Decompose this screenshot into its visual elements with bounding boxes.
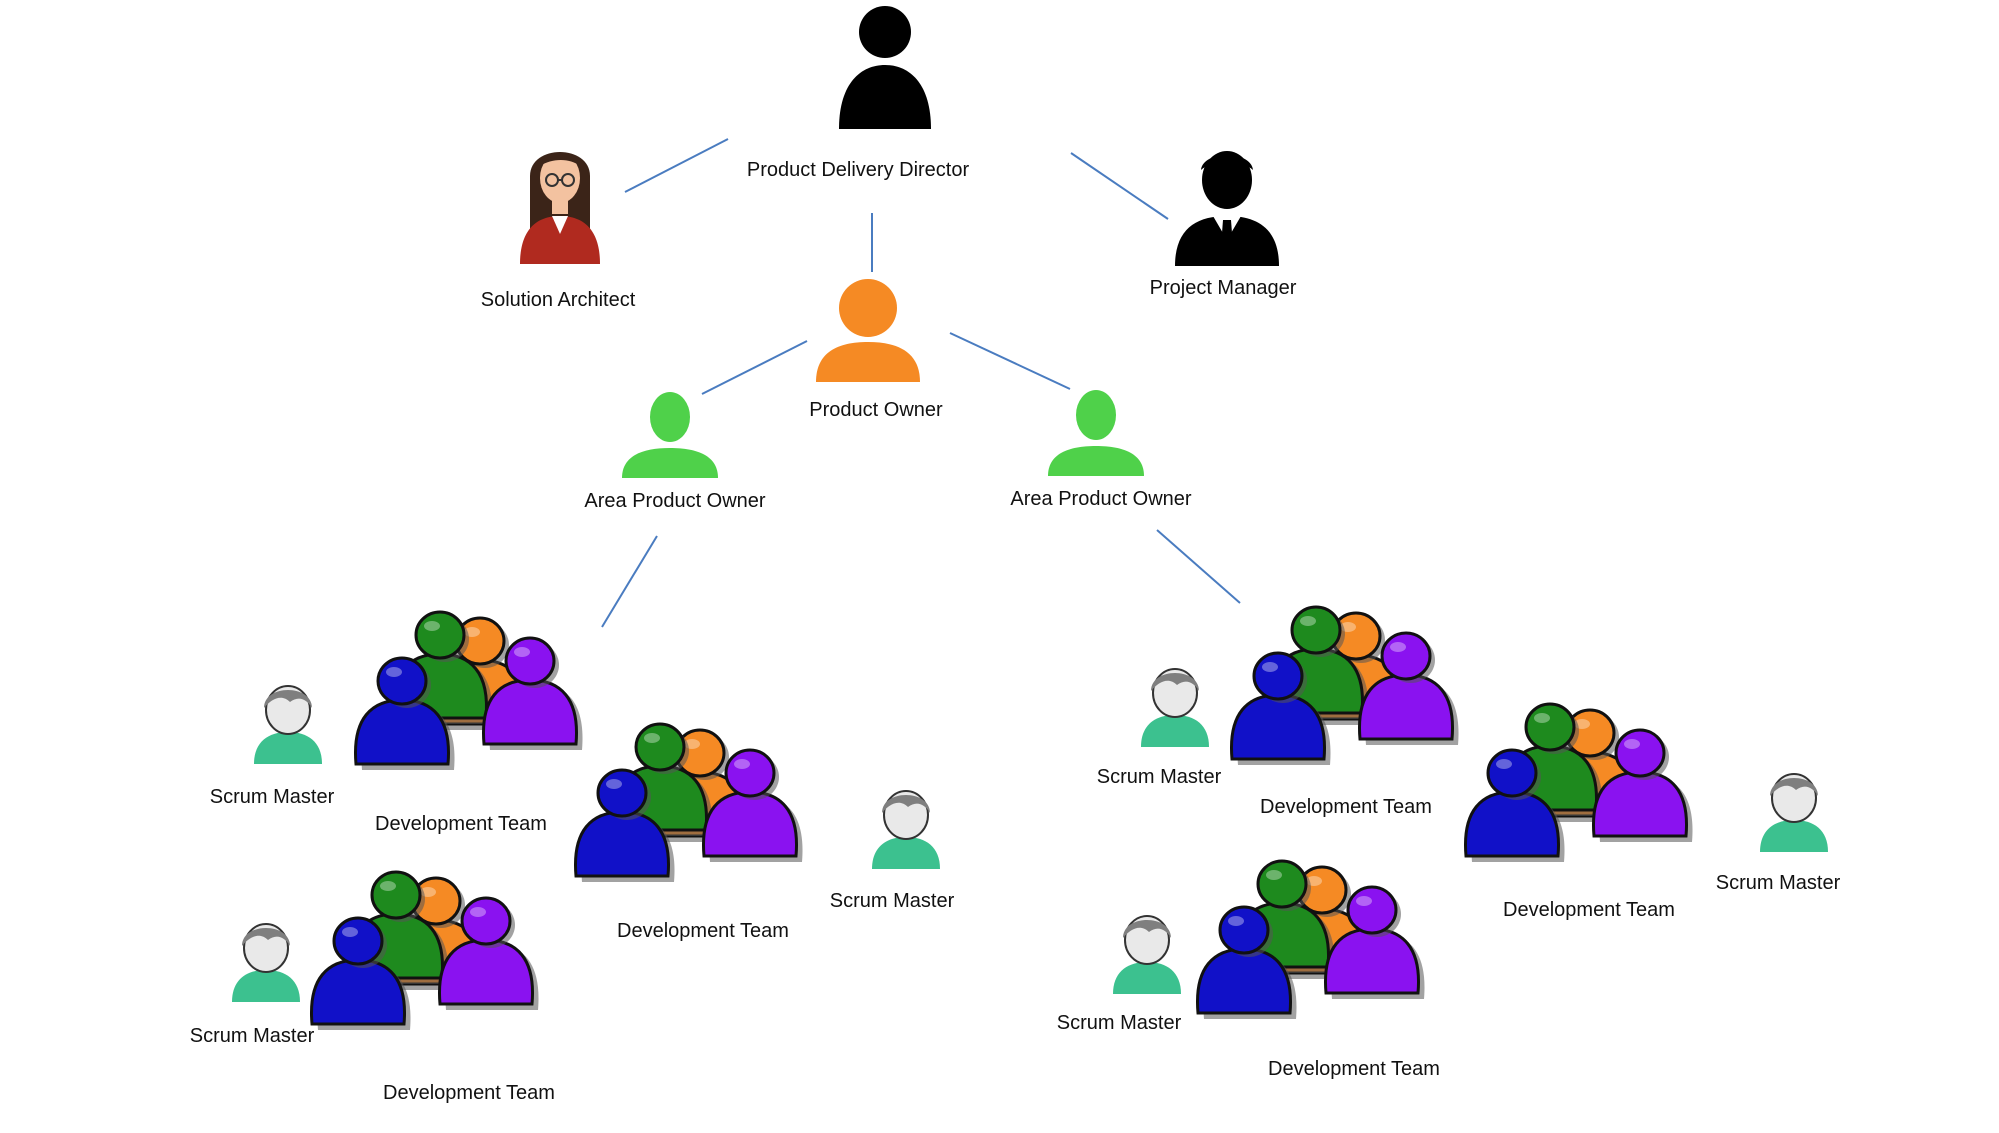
development-team-label: Development Team <box>383 1082 555 1104</box>
development-team-icon <box>1229 605 1459 765</box>
scrum-master-icon <box>872 790 940 869</box>
connector-apo-right-teams <box>1156 529 1241 604</box>
development-team-label: Development Team <box>1260 796 1432 818</box>
development-team-icon <box>309 870 539 1030</box>
scrum-master-icon <box>1141 668 1209 747</box>
development-team-icon <box>353 610 583 770</box>
development-team-icon <box>1195 859 1425 1019</box>
scrum-master-label: Scrum Master <box>1096 766 1222 788</box>
connector-po-apo-right <box>949 332 1071 390</box>
scrum-master-icon <box>1113 915 1181 994</box>
person-icon <box>622 392 718 478</box>
pm-label: Project Manager <box>1149 277 1297 299</box>
development-team-label: Development Team <box>617 920 789 942</box>
scrum-master-icon <box>254 685 322 764</box>
person-icon <box>839 6 931 129</box>
connector-po-apo-left <box>701 340 808 395</box>
director-label: Product Delivery Director <box>746 159 970 181</box>
development-team-label: Development Team <box>375 813 547 835</box>
apo-right-label: Area Product Owner <box>1010 488 1192 510</box>
development-team-icon <box>573 722 803 882</box>
development-team-label: Development Team <box>1503 899 1675 921</box>
development-team-icon <box>1463 702 1693 862</box>
product-owner-label: Product Owner <box>809 399 943 421</box>
connector-director-pm <box>1070 152 1169 220</box>
apo-left-label: Area Product Owner <box>584 490 766 512</box>
connector-director-architect <box>624 138 729 193</box>
architect-label: Solution Architect <box>480 289 636 311</box>
scrum-master-label: Scrum Master <box>829 890 955 912</box>
connector-apo-left-teams <box>601 535 658 628</box>
scrum-master-icon <box>232 923 300 1002</box>
scrum-master-label: Scrum Master <box>189 1025 315 1047</box>
person-icon <box>816 279 920 382</box>
scrum-master-label: Scrum Master <box>1056 1012 1182 1034</box>
scrum-master-label: Scrum Master <box>209 786 335 808</box>
woman-with-glasses-icon <box>520 152 600 264</box>
scrum-master-icon <box>1760 773 1828 852</box>
person-icon <box>1048 390 1144 476</box>
development-team-label: Development Team <box>1268 1058 1440 1080</box>
businessman-icon <box>1175 151 1279 266</box>
scrum-master-label: Scrum Master <box>1715 872 1841 894</box>
